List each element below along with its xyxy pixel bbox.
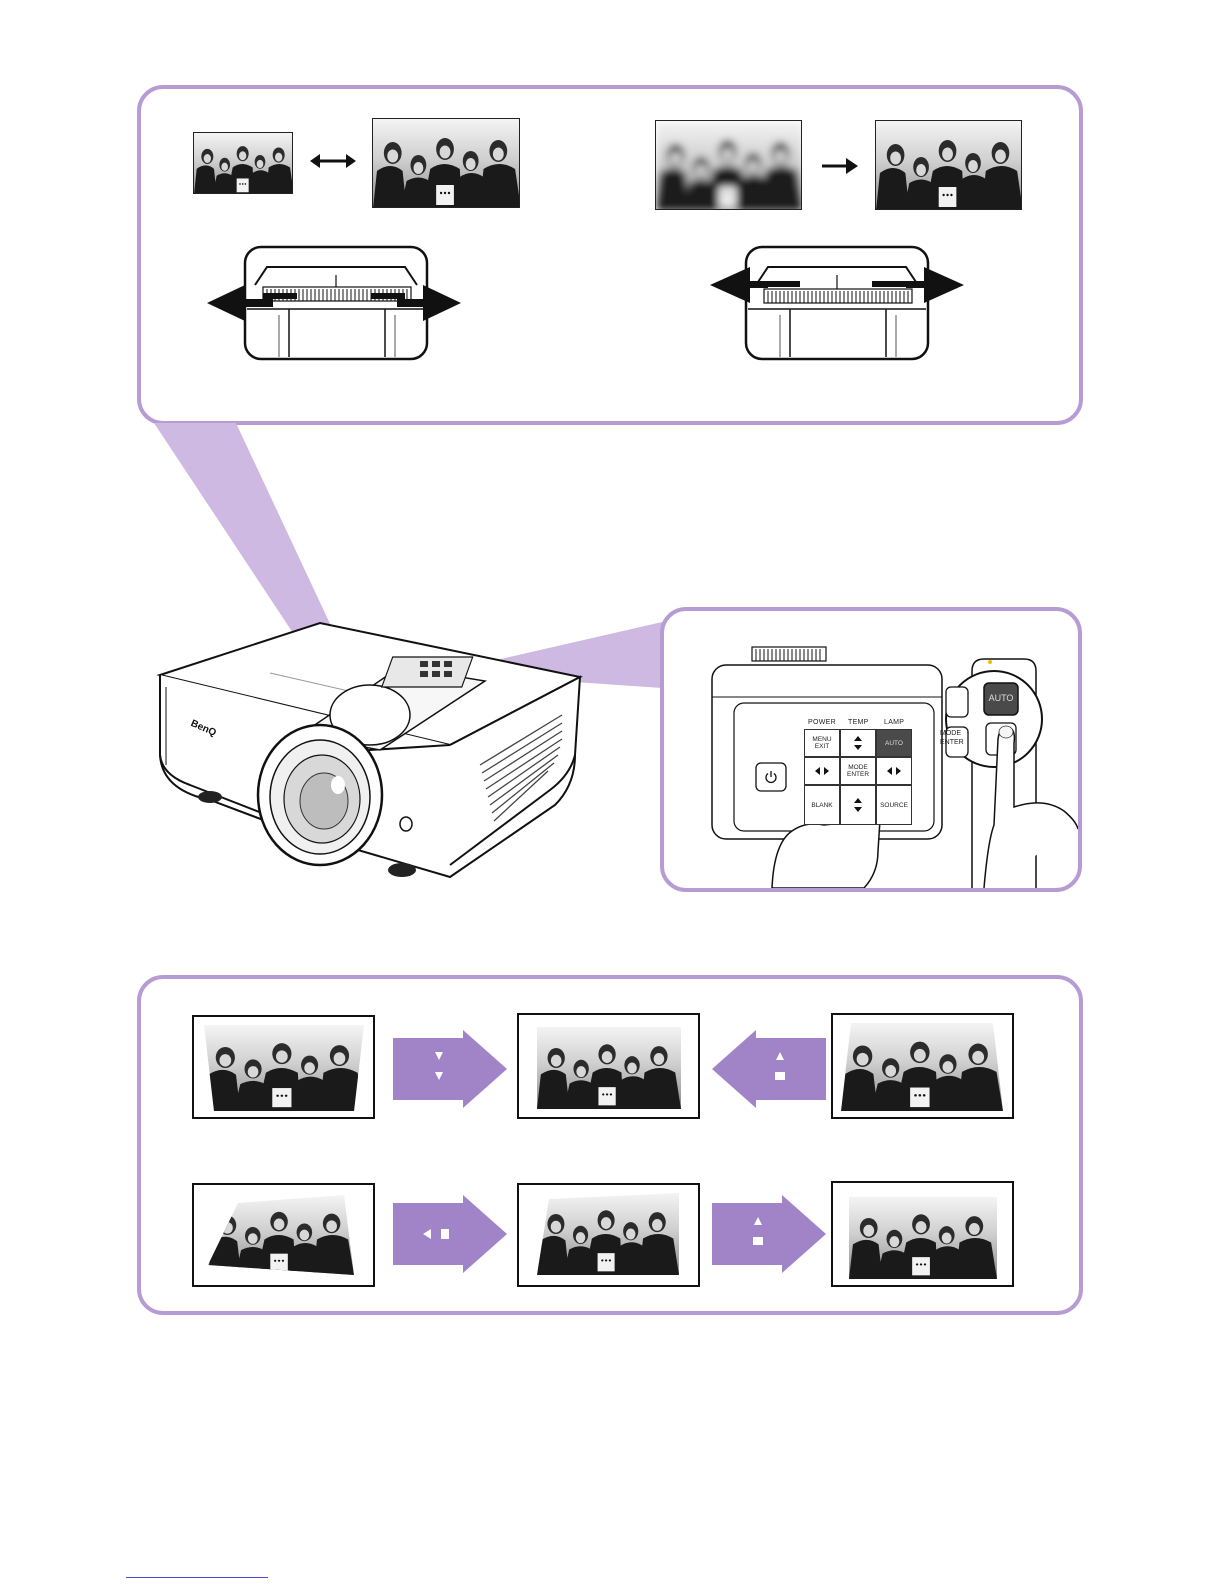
remote-mode-label: MODE ENTER	[940, 729, 966, 757]
keypad-panel: POWER TEMP LAMP MENU EXIT AUTO MODE ENTE…	[660, 607, 1082, 892]
focus-sharp-image	[875, 120, 1022, 210]
zoom-large-image	[372, 118, 520, 208]
zoom-ring-closeup[interactable]	[205, 245, 465, 365]
keystone-image-corrected-2	[517, 1183, 700, 1287]
keystone-image-wide-bottom	[831, 1013, 1014, 1119]
up-down-triangles-icon	[853, 797, 863, 813]
remote-auto-button[interactable]: AUTO	[986, 693, 1016, 703]
keystone-image-final	[831, 1181, 1014, 1287]
temp-label: TEMP	[848, 719, 869, 726]
mode-enter-button[interactable]: MODE ENTER	[840, 757, 876, 785]
keystone-arrow-down	[393, 1030, 507, 1108]
lamp-label: LAMP	[884, 719, 904, 726]
power-icon	[764, 770, 778, 784]
power-button[interactable]	[760, 769, 782, 785]
keystone-image-wide-top	[192, 1015, 375, 1119]
blank-button[interactable]: BLANK	[804, 785, 840, 825]
up-down-triangles-icon	[853, 735, 863, 751]
keystone-arrow-horizontal	[393, 1195, 507, 1273]
up-button[interactable]	[840, 729, 876, 757]
zoom-small-image	[193, 132, 293, 194]
left-right-triangles-icon	[814, 766, 830, 776]
focus-blurry-image	[655, 120, 802, 210]
keystone-image-skewed	[192, 1183, 375, 1287]
focus-ring-closeup[interactable]	[708, 245, 968, 365]
power-label: POWER	[808, 719, 836, 726]
keystone-arrow-vertical	[712, 1195, 826, 1273]
source-button[interactable]: SOURCE	[876, 785, 912, 825]
projector-illustration: BenQ	[150, 615, 590, 890]
auto-button[interactable]: AUTO	[876, 729, 912, 757]
right-arrow-icon	[822, 155, 858, 177]
menu-exit-button[interactable]: MENU EXIT	[804, 729, 840, 757]
double-arrow-icon	[310, 150, 356, 172]
down-button[interactable]	[840, 785, 876, 825]
keystone-image-corrected-1	[517, 1013, 700, 1119]
footer-rule	[126, 1577, 268, 1578]
keystone-arrow-up	[712, 1030, 826, 1108]
left-button[interactable]	[804, 757, 840, 785]
left-right-triangles-icon	[886, 766, 902, 776]
right-button[interactable]	[876, 757, 912, 785]
